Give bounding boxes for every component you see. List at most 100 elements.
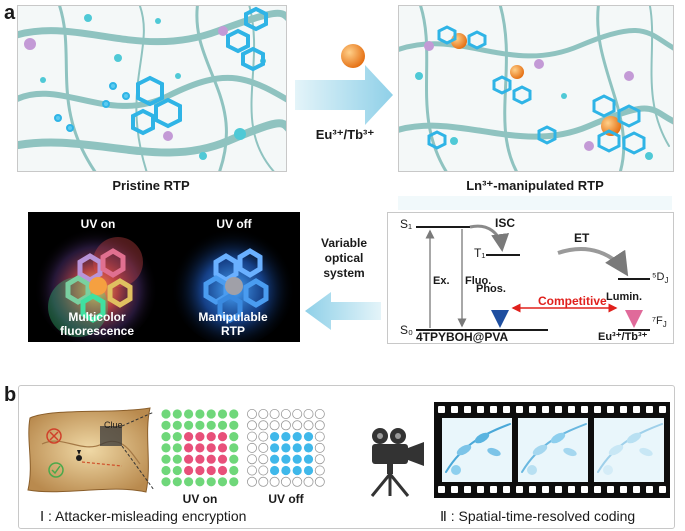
- film-hole: [594, 486, 601, 493]
- grid-dot: [217, 409, 228, 419]
- grid-dot: [161, 432, 171, 442]
- phos-label: Phos.: [476, 283, 506, 295]
- uv-on-dot-grid: [161, 409, 239, 487]
- grid-dot: [258, 420, 269, 431]
- grid-dot: [314, 431, 325, 442]
- uv-off-label: UV off: [216, 217, 252, 231]
- film-hole: [516, 486, 523, 493]
- grid-dot: [206, 465, 216, 476]
- f-level-sub: J: [662, 320, 667, 330]
- manipulable-label: Manipulable RTP: [174, 310, 292, 338]
- film-hole: [490, 406, 497, 413]
- grid-dot: [314, 442, 325, 453]
- film-hole: [581, 406, 588, 413]
- grid-dot: [258, 454, 269, 465]
- grid-dot: [281, 454, 291, 464]
- zoom-fan: [398, 196, 672, 210]
- film-hole: [555, 406, 562, 413]
- panel-b-letter: b: [4, 384, 17, 406]
- grid-dot: [195, 420, 205, 430]
- grid-dot: [280, 409, 291, 419]
- grid-dot: [161, 443, 171, 453]
- f-level-text: ⁷F: [652, 315, 663, 327]
- variable-line-3: system: [323, 266, 365, 280]
- grid-dot: [281, 465, 291, 476]
- grid-dot: [184, 477, 194, 487]
- film-hole: [438, 406, 445, 413]
- film-hole: [464, 486, 471, 493]
- d-level-sub: J: [664, 276, 669, 286]
- film-hole: [529, 406, 536, 413]
- grid-dot: [269, 476, 280, 487]
- film-hole: [464, 406, 471, 413]
- grid-dot: [217, 443, 228, 453]
- grid-dot: [217, 477, 228, 487]
- grid-dot: [229, 432, 239, 442]
- competitive-label: Competitive: [538, 294, 607, 308]
- variable-line-2: optical: [324, 251, 364, 265]
- film-hole: [503, 486, 510, 493]
- fluo-label: Fluo.: [465, 275, 492, 287]
- uv-on-grid-label: UV on: [182, 492, 218, 506]
- film-hole: [568, 406, 575, 413]
- grid-dot: [217, 454, 228, 464]
- film-hole: [607, 406, 614, 413]
- grid-dot: [172, 454, 182, 464]
- grid-dot: [292, 476, 303, 487]
- grid-dot: [247, 454, 257, 465]
- multicolor-line-1: Multicolor: [68, 310, 126, 324]
- grid-dot: [292, 409, 303, 419]
- grid-dot: [292, 420, 303, 431]
- grid-dot: [161, 465, 171, 476]
- uv-off-dot-grid: [247, 409, 325, 487]
- grid-dot: [172, 432, 182, 442]
- film-hole: [542, 486, 549, 493]
- grid-dot: [303, 420, 314, 431]
- et-label: ET: [574, 231, 590, 245]
- lumin-label: Lumin.: [606, 291, 643, 303]
- grid-dot: [258, 409, 269, 419]
- grid-dot: [281, 443, 291, 453]
- grid-dot: [258, 465, 269, 476]
- grid-dot: [229, 454, 239, 464]
- grid-dot: [172, 420, 182, 430]
- grid-dot: [229, 443, 239, 453]
- grid-dot: [172, 465, 182, 476]
- film-hole: [503, 406, 510, 413]
- film-hole: [607, 486, 614, 493]
- grid-dot: [195, 443, 205, 453]
- film-hole: [477, 406, 484, 413]
- grid-dot: [184, 420, 194, 430]
- grid-dot: [206, 477, 216, 487]
- grid-dot: [247, 420, 257, 431]
- grid-dot: [206, 443, 216, 453]
- grid-dot: [303, 432, 314, 442]
- grid-dot: [280, 476, 291, 487]
- grid-dot: [184, 465, 194, 476]
- grid-dot: [314, 454, 325, 465]
- uv-emission-photo: UV on UV off Multicolor fluorescence Man…: [28, 212, 300, 342]
- grid-dot: [229, 409, 239, 419]
- grid-dot: [161, 454, 171, 464]
- return-arrow: [305, 292, 381, 330]
- clue-label: Clue: [104, 420, 123, 430]
- ion-level-label: Eu³⁺/Tb³⁺: [598, 331, 648, 343]
- grid-dot: [229, 477, 239, 487]
- manipulable-line-1: Manipulable: [198, 310, 268, 324]
- grid-dot: [270, 443, 280, 453]
- film-hole: [451, 406, 458, 413]
- caption-encryption: Ⅰ : Attacker-misleading encryption: [40, 508, 247, 524]
- grid-dot: [247, 431, 257, 442]
- grid-dot: [269, 420, 280, 431]
- variable-optical-label: Variable optical system: [305, 236, 383, 281]
- grid-dot: [314, 476, 325, 487]
- film-hole: [529, 486, 536, 493]
- film-hole: [568, 486, 575, 493]
- grid-dot: [161, 420, 171, 430]
- grid-dot: [281, 432, 291, 442]
- film-hole: [659, 406, 666, 413]
- grid-dot: [258, 431, 269, 442]
- uv-off-grid-label: UV off: [268, 492, 304, 506]
- film-hole: [516, 406, 523, 413]
- grid-dot: [314, 420, 325, 431]
